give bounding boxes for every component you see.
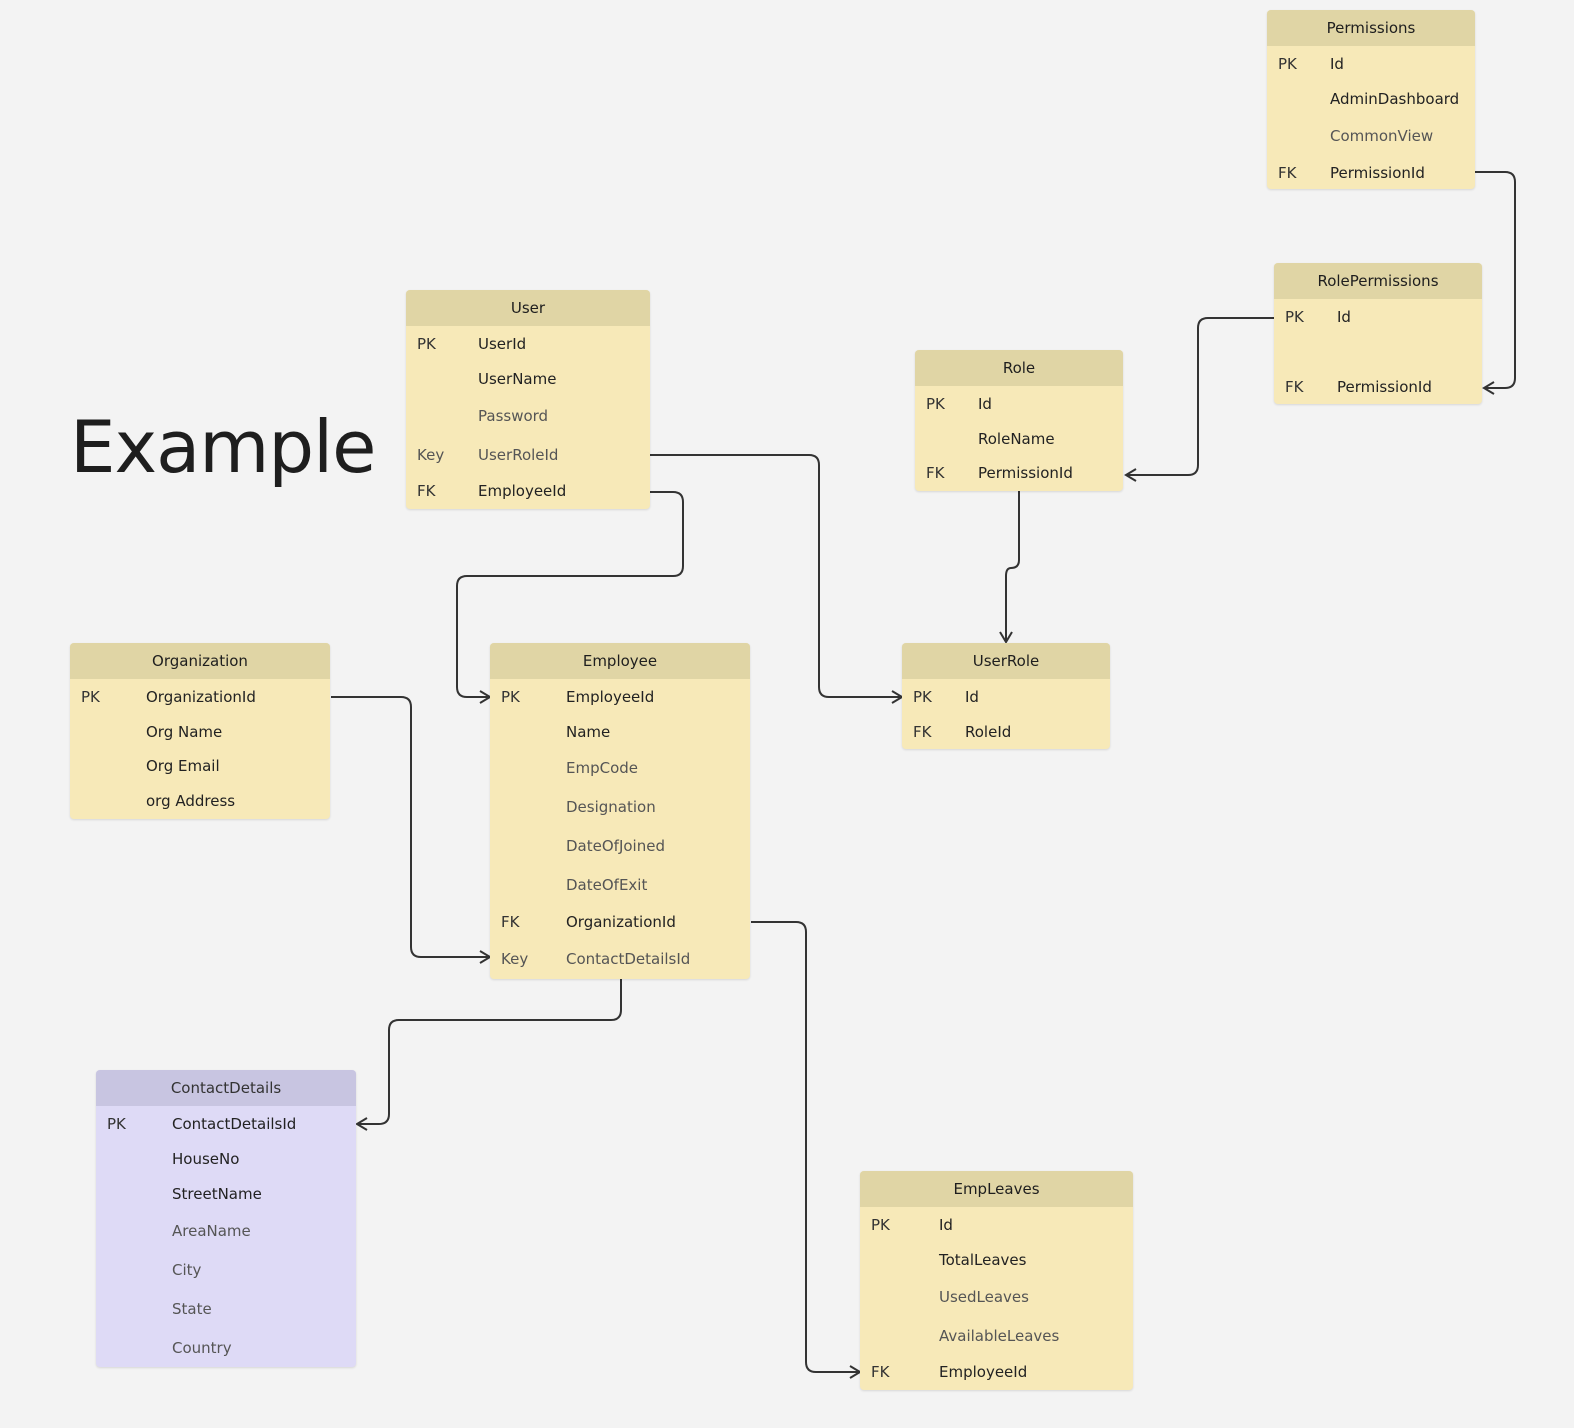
entity-header: Role: [915, 350, 1123, 386]
key-label: PK: [926, 395, 945, 413]
field-name: PermissionId: [1337, 378, 1432, 396]
connector-role-to-userrole: [999, 491, 1020, 644]
connector-employee-to-empleaves: [751, 921, 862, 1379]
key-label: PK: [81, 688, 100, 706]
connector-organization-to-employee: [331, 696, 492, 964]
connector-user-to-userrole: [650, 454, 904, 704]
entity-header: UserRole: [902, 643, 1110, 679]
field-name: ContactDetailsId: [566, 950, 691, 968]
connector-user-to-employee: [456, 491, 684, 704]
entity-user[interactable]: User PK UserId UserName Password Key UserR…: [406, 290, 650, 509]
field-name: Id: [939, 1216, 953, 1234]
field-name: Id: [965, 688, 979, 706]
field-name: OrganizationId: [146, 688, 256, 706]
entity-organization[interactable]: Organization PK OrganizationId Org Name O…: [70, 643, 330, 819]
field-name: UserName: [478, 370, 557, 388]
field-name: Country: [172, 1339, 232, 1357]
field-name: Id: [1330, 55, 1344, 73]
key-label: FK: [1278, 164, 1297, 182]
key-label: PK: [501, 688, 520, 706]
field-name: PermissionId: [978, 464, 1073, 482]
key-label: PK: [107, 1115, 126, 1133]
field-name: Designation: [566, 798, 656, 816]
field-name: UsedLeaves: [939, 1288, 1029, 1306]
field-name: Org Name: [146, 723, 223, 741]
field-name: CommonView: [1330, 127, 1434, 145]
field-name: Org Email: [146, 757, 220, 775]
key-label: FK: [913, 723, 932, 741]
field-name: Name: [566, 723, 611, 741]
entity-header: Organization: [70, 643, 330, 679]
key-label: Key: [501, 950, 529, 968]
key-label: FK: [926, 464, 945, 482]
key-label: FK: [871, 1363, 890, 1381]
key-label: PK: [1278, 55, 1297, 73]
field-name: State: [172, 1300, 212, 1318]
page-title: Example: [70, 405, 376, 489]
key-label: FK: [417, 482, 436, 500]
key-label: FK: [1285, 378, 1304, 396]
key-label: PK: [913, 688, 932, 706]
field-name: StreetName: [172, 1185, 262, 1203]
field-name: EmpCode: [566, 759, 639, 777]
entity-contactdetails[interactable]: ContactDetails PK ContactDetailsId HouseN…: [96, 1070, 356, 1367]
field-name: TotalLeaves: [939, 1251, 1027, 1269]
field-name: UserRoleId: [478, 446, 559, 464]
entity-employee[interactable]: Employee PK EmployeeId Name EmpCode Desig…: [490, 643, 750, 979]
field-name: UserId: [478, 335, 527, 353]
connector-permissions-to-rolepermissions: [1474, 171, 1516, 395]
field-name: AreaName: [172, 1222, 251, 1240]
key-label: Key: [417, 446, 445, 464]
entity-permissions[interactable]: Permissions PK Id AdminDashboard CommonVi…: [1267, 10, 1475, 189]
entity-userrole[interactable]: UserRole PK Id FK RoleId: [902, 643, 1110, 749]
key-label: PK: [871, 1216, 890, 1234]
field-name: ContactDetailsId: [172, 1115, 297, 1133]
entity-header: ContactDetails: [96, 1070, 356, 1106]
field-name: PermissionId: [1330, 164, 1425, 182]
entity-role[interactable]: Role PK Id RoleName FK PermissionId: [915, 350, 1123, 491]
connector-employee-to-contactdetails: [355, 979, 622, 1131]
field-name: RoleName: [978, 430, 1055, 448]
field-name: AdminDashboard: [1330, 90, 1460, 108]
entity-rolepermissions[interactable]: RolePermissions PK Id FK PermissionId: [1274, 263, 1482, 404]
field-name: EmployeeId: [939, 1363, 1028, 1381]
field-name: DateOfJoined: [566, 837, 665, 855]
entity-header: RolePermissions: [1274, 263, 1482, 299]
entity-header: User: [406, 290, 650, 326]
entity-header: Permissions: [1267, 10, 1475, 46]
key-label: PK: [417, 335, 436, 353]
field-name: AvailableLeaves: [939, 1327, 1060, 1345]
key-label: FK: [501, 913, 520, 931]
field-name: DateOfExit: [566, 876, 648, 894]
entity-header: Employee: [490, 643, 750, 679]
field-name: City: [172, 1261, 202, 1279]
field-name: EmployeeId: [478, 482, 567, 500]
field-name: EmployeeId: [566, 688, 655, 706]
key-label: PK: [1285, 308, 1304, 326]
field-name: OrganizationId: [566, 913, 676, 931]
field-name: org Address: [146, 792, 236, 810]
field-name: Id: [978, 395, 992, 413]
field-name: RoleId: [965, 723, 1012, 741]
connector-rolepermissions-to-role: [1124, 317, 1274, 482]
entity-empleaves[interactable]: EmpLeaves PK Id TotalLeaves UsedLeaves Av…: [860, 1171, 1133, 1390]
entity-header: EmpLeaves: [860, 1171, 1133, 1207]
field-name: HouseNo: [172, 1150, 240, 1168]
field-name: Password: [478, 407, 549, 425]
field-name: Id: [1337, 308, 1351, 326]
